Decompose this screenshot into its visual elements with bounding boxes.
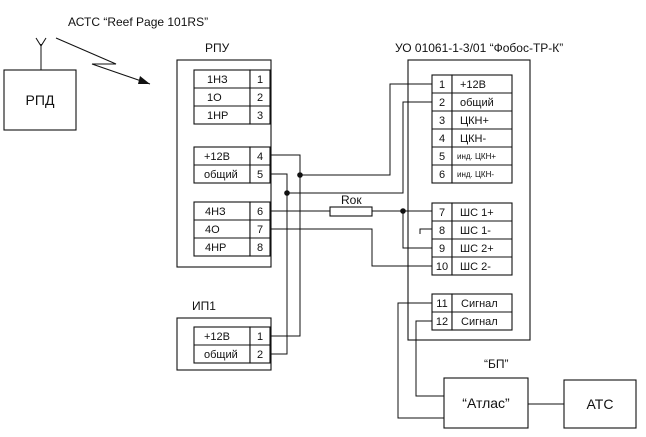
diagram-title: АСТС “Reef Page 101RS” (68, 15, 208, 29)
uo-label-signal-2: Сигнал (461, 316, 498, 328)
ats-box (563, 379, 637, 429)
bp-caption: “БП” (484, 357, 509, 371)
rpu-label-common: общий (204, 169, 238, 181)
uo-pin-1: 1 (439, 79, 445, 91)
rpu-frame (176, 59, 272, 268)
rpu-label-4o: 4О (205, 224, 220, 236)
ats-label: АТС (587, 396, 614, 412)
uo-pin-12: 12 (436, 316, 448, 328)
ip1-pin-2: 2 (257, 349, 263, 361)
rpd-box (3, 69, 77, 131)
uo-pin-2: 2 (439, 97, 445, 109)
uo-pin-6: 6 (439, 169, 445, 181)
rpu-label-1o: 1О (207, 92, 222, 104)
ip1-pin-1: 1 (257, 331, 263, 343)
uo-label-ind-ckn-minus: инд. ЦКН- (457, 170, 494, 179)
rpu-pin-4: 4 (257, 151, 263, 163)
uo-label-shs1-minus: ШС 1- (460, 225, 491, 237)
uo-pin-11: 11 (436, 298, 447, 310)
uo-label-ckn-plus: ЦКН+ (460, 115, 489, 127)
uo-label-12v: +12В (460, 79, 486, 91)
uo-frame (407, 59, 531, 341)
ip1-block: +12В 1 общий 2 (193, 326, 271, 364)
rpu-label-4nr: 4НР (205, 242, 226, 254)
uo-group3: 11 Сигнал 12 Сигнал (431, 293, 513, 331)
resistor-label: Rок (341, 193, 362, 207)
uo-pin-10: 10 (436, 261, 448, 273)
rpu-group2: +12В 4 общий 5 (193, 146, 271, 184)
rpu-group1: 1НЗ 1 1О 2 1НР 3 (193, 69, 271, 125)
uo-pin-5: 5 (439, 151, 445, 163)
ip1-frame (176, 317, 272, 371)
uo-pin-9: 9 (439, 243, 445, 255)
antenna-icon (35, 37, 47, 70)
uo-pin-4: 4 (439, 133, 445, 145)
rpu-pin-6: 6 (257, 206, 263, 218)
rpu-pin-7: 7 (257, 224, 263, 236)
rpu-pin-8: 8 (257, 242, 263, 254)
rpu-label-1nr: 1НР (207, 110, 228, 122)
rpd-label: РПД (26, 92, 55, 108)
uo-label-shs1-plus: ШС 1+ (460, 207, 494, 219)
uo-group2: 7 ШС 1+ 8 ШС 1- 9 ШС 2+ 10 ШС 2- (431, 202, 513, 276)
uo-label-shs2-plus: ШС 2+ (460, 243, 494, 255)
uo-label-ind-ckn-plus: инд. ЦКН+ (457, 152, 496, 161)
uo-title: УО 01061-1-3/01 “Фобос-ТР-К” (395, 41, 563, 55)
resistor-symbol (329, 206, 373, 217)
uo-label-ckn-minus: ЦКН- (460, 133, 486, 145)
ip1-label-12v: +12В (204, 331, 230, 343)
bp-label: “Атлас” (462, 395, 510, 411)
uo-pin-7: 7 (439, 207, 445, 219)
rpu-group3: 4НЗ 6 4О 7 4НР 8 (193, 201, 271, 257)
uo-label-signal-1: Сигнал (461, 298, 498, 310)
ip1-title: ИП1 (192, 299, 216, 313)
rpu-label-12v: +12В (204, 151, 230, 163)
uo-pin-3: 3 (439, 115, 445, 127)
rpu-title: РПУ (205, 41, 230, 55)
uo-label-shs2-minus: ШС 2- (460, 261, 491, 273)
bp-box (443, 377, 529, 429)
wires (270, 83, 564, 419)
rpu-pin-5: 5 (257, 169, 263, 181)
rpu-pin-2: 2 (257, 92, 263, 104)
radio-link-arrow (55, 37, 151, 85)
uo-group1: 1 +12В 2 общий 3 ЦКН+ 4 ЦКН- 5 инд. ЦКН+… (431, 74, 513, 184)
ip1-label-common: общий (204, 349, 238, 361)
rpu-pin-3: 3 (257, 110, 263, 122)
rpu-pin-1: 1 (257, 74, 263, 86)
rpu-label-4nz: 4НЗ (205, 206, 226, 218)
uo-pin-8: 8 (439, 225, 445, 237)
rpu-label-1nz: 1НЗ (207, 74, 228, 86)
uo-label-common: общий (460, 97, 494, 109)
